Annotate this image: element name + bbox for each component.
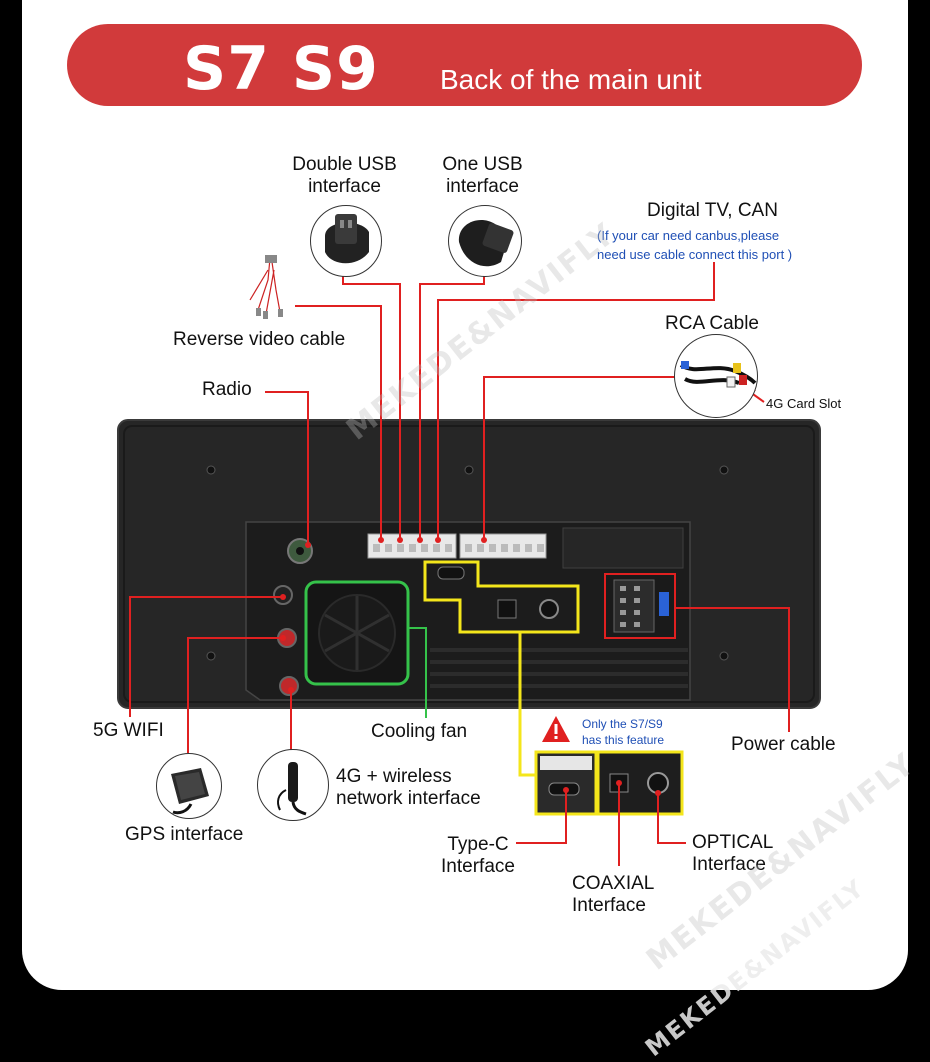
one-usb-bubble	[448, 205, 522, 277]
card-slot-label: 4G Card Slot	[766, 396, 842, 411]
usb-connector-icon	[458, 220, 514, 267]
model-title: S7 S9	[183, 34, 379, 104]
gps-antenna-icon	[171, 768, 209, 815]
radio-label: Radio	[202, 379, 252, 400]
power-label: Power cable	[731, 734, 836, 755]
reverse-video-label: Reverse video cable	[173, 329, 346, 350]
double-usb-connector-icon	[325, 214, 369, 264]
4g-antenna-icon	[277, 762, 307, 816]
digital-tv-label: Digital TV, CAN	[647, 200, 778, 221]
reverse-video-cable-icon	[249, 257, 281, 315]
warning-icon	[542, 716, 570, 742]
rca-label: RCA Cable	[665, 313, 759, 334]
leader-lines	[129, 262, 790, 866]
4g-antenna-bubble	[257, 749, 329, 821]
wifi-label: 5G WIFI	[93, 720, 164, 741]
title-banner	[67, 24, 862, 106]
double-usb-bubble	[310, 205, 382, 277]
rca-cable-bubble	[674, 334, 758, 418]
rca-cable-icon	[679, 361, 757, 388]
gps-label: GPS interface	[125, 824, 244, 845]
gps-bubble	[156, 753, 222, 819]
cooling-fan-label: Cooling fan	[371, 721, 468, 742]
banner-subtitle: Back of the main unit	[440, 64, 702, 95]
screw-holes	[206, 465, 729, 661]
fan-leader-line	[408, 627, 427, 718]
feature-outline	[423, 560, 580, 634]
